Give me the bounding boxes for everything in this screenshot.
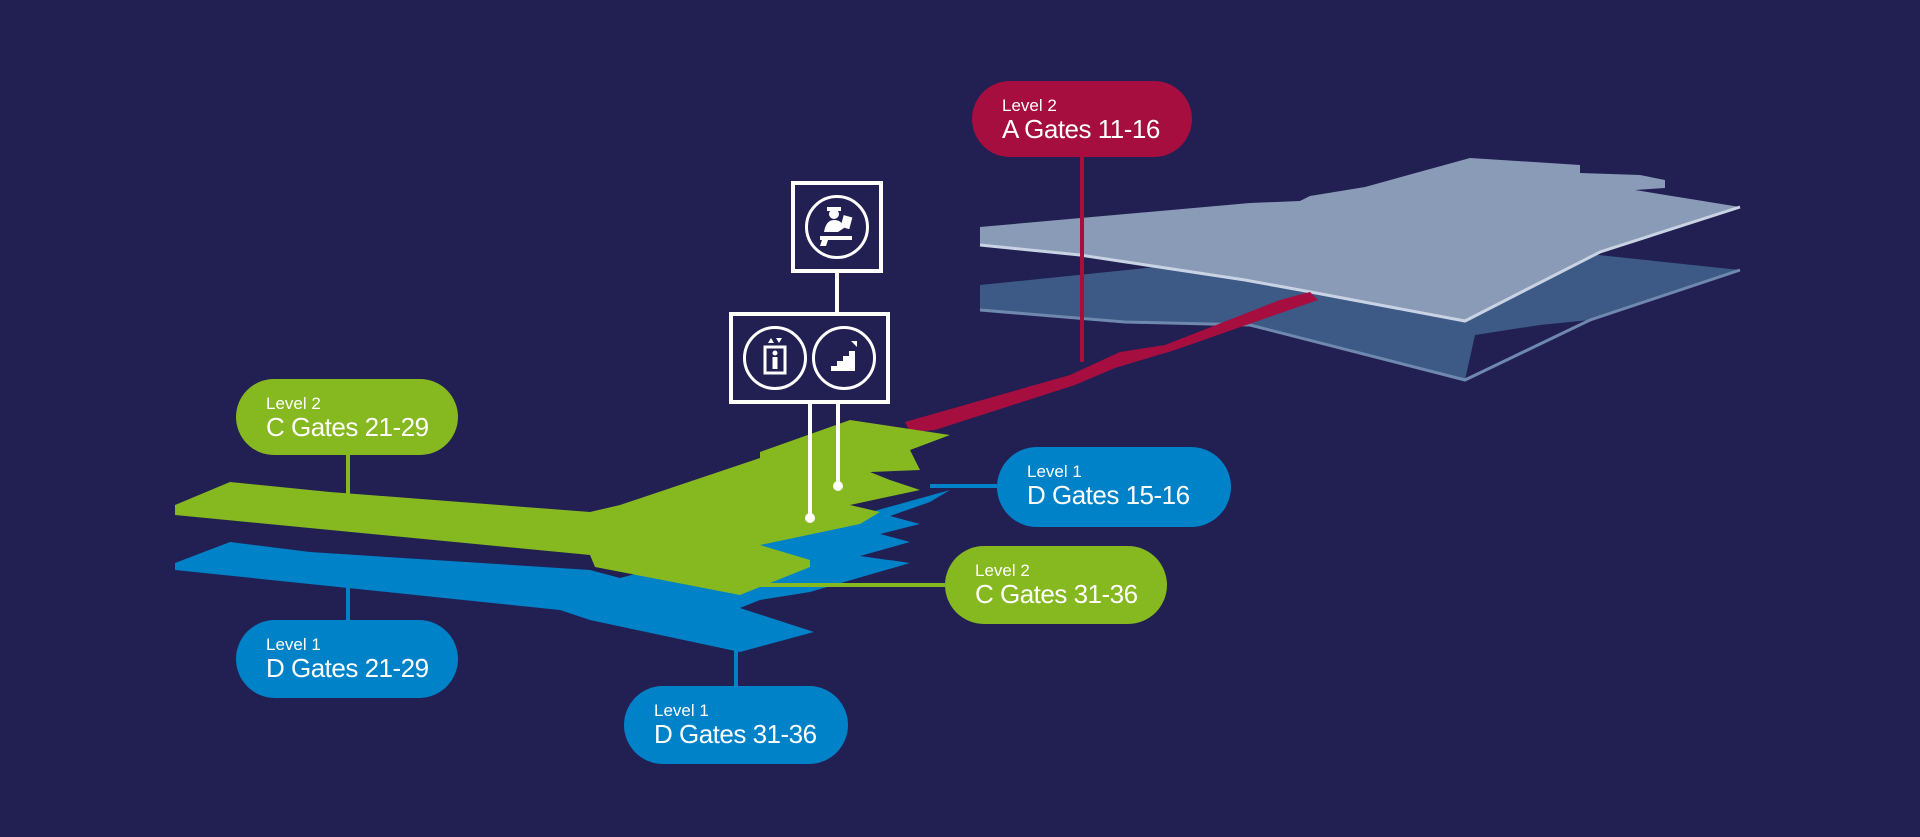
gates-text: D Gates 21-29 bbox=[266, 653, 429, 683]
level-text: Level 2 bbox=[1002, 96, 1057, 115]
gates-text: C Gates 31-36 bbox=[975, 579, 1138, 609]
level1-blue-floor bbox=[175, 490, 950, 652]
gates-text: A Gates 11-16 bbox=[1002, 114, 1160, 144]
label-a-gates-11-16[interactable]: Level 2 A Gates 11-16 bbox=[972, 81, 1192, 157]
level-transfer-sign[interactable] bbox=[729, 312, 890, 404]
gates-text: D Gates 15-16 bbox=[1027, 480, 1190, 510]
customer-service-icon bbox=[805, 195, 869, 259]
level-text: Level 1 bbox=[266, 635, 321, 654]
elevator-pole-base bbox=[805, 513, 815, 523]
label-c-gates-21-29[interactable]: Level 2 C Gates 21-29 bbox=[236, 379, 458, 455]
a-concourse-lower-floor bbox=[980, 247, 1740, 380]
level-text: Level 2 bbox=[266, 394, 321, 413]
label-d-gates-21-29[interactable]: Level 1 D Gates 21-29 bbox=[236, 620, 458, 698]
a-concourse-lower-edge bbox=[979, 268, 1741, 382]
elevator-icon bbox=[743, 326, 807, 390]
level-text: Level 1 bbox=[654, 701, 709, 720]
label-d-gates-31-36[interactable]: Level 1 D Gates 31-36 bbox=[624, 686, 848, 764]
level-text: Level 2 bbox=[975, 561, 1030, 580]
label-d-gates-15-16[interactable]: Level 1 D Gates 15-16 bbox=[997, 447, 1231, 527]
gates-text: C Gates 21-29 bbox=[266, 412, 429, 442]
label-c-gates-31-36[interactable]: Level 2 C Gates 31-36 bbox=[945, 546, 1167, 624]
gates-text: D Gates 31-36 bbox=[654, 719, 817, 749]
level-text: Level 1 bbox=[1027, 462, 1082, 481]
a-concourse-upper-floor bbox=[980, 158, 1740, 321]
stairs-icon bbox=[812, 326, 876, 390]
stairs-pole-base bbox=[833, 481, 843, 491]
a-connector-bridge bbox=[905, 292, 1318, 432]
service-desk-sign[interactable] bbox=[791, 181, 883, 273]
level2-green-floor bbox=[175, 420, 950, 595]
